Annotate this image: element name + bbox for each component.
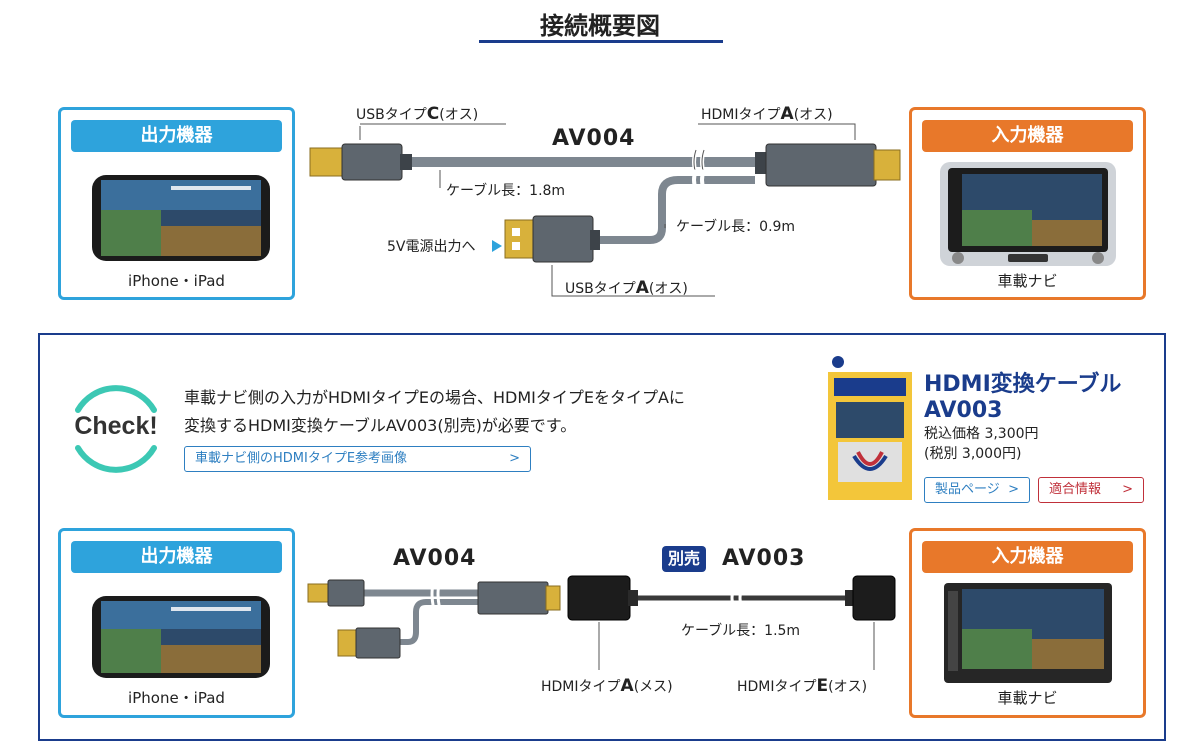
car-navi-image — [944, 583, 1112, 683]
navi-hdmi-e-reference-label: 車載ナビ側のHDMIタイプE参考画像 — [195, 451, 408, 466]
output-device-badge-bottom: 出力機器 — [71, 541, 282, 573]
compatibility-info-label: 適合情報 — [1049, 482, 1102, 497]
chevron-right-icon: > — [1008, 482, 1019, 497]
chevron-right-icon: > — [509, 451, 520, 466]
product-model: AV003 — [924, 398, 1003, 423]
title-underline — [479, 40, 723, 43]
usb-c-label: USBタイプC(オス) — [356, 104, 479, 124]
output-device-label: iPhone・iPad — [128, 272, 225, 290]
product-page-button[interactable]: 製品ページ > — [924, 477, 1030, 503]
check-message-line2: 変換するHDMI変換ケーブルAV003(別売)が必要です。 — [184, 416, 577, 435]
check-message-line1: 車載ナビ側の入力がHDMIタイプEの場合、HDMIタイプEをタイプAに — [184, 388, 685, 407]
av003-package-image — [828, 352, 912, 500]
price-including-tax: 税込価格 3,300円 — [924, 426, 1039, 442]
hdmi-a-male-label: HDMIタイプA(オス) — [701, 104, 833, 124]
compatibility-info-button[interactable]: 適合情報 > — [1038, 477, 1144, 503]
output-device-box: 出力機器 iPhone・iPad — [58, 107, 295, 300]
iphone-image — [92, 175, 270, 261]
sold-separately-badge: 別売 — [662, 546, 707, 572]
output-device-label-bottom: iPhone・iPad — [128, 689, 225, 707]
iphone-image — [92, 596, 270, 678]
input-device-box: 入力機器 車載ナビ — [909, 107, 1146, 300]
chevron-right-icon: > — [1122, 482, 1133, 497]
page-title: 接続概要図 — [540, 12, 660, 40]
input-device-label-bottom: 車載ナビ — [997, 689, 1058, 707]
cable-length-power: ケーブル長：0.9m — [676, 219, 796, 235]
power-output-label: 5V電源出力へ — [387, 239, 476, 255]
hdmi-e-male-label: HDMIタイプE(オス) — [737, 676, 868, 696]
car-navi-image — [940, 162, 1116, 266]
av004-av003-cable-diagram — [307, 575, 896, 670]
av004-model-label: AV004 — [552, 126, 636, 151]
av004-model-label-bottom: AV004 — [393, 546, 477, 571]
av003-model-label: AV003 — [722, 546, 806, 571]
product-title: HDMI変換ケーブル — [924, 372, 1122, 397]
product-page-label: 製品ページ — [935, 482, 1000, 497]
input-device-badge: 入力機器 — [922, 120, 1133, 152]
output-device-box-bottom: 出力機器 iPhone・iPad — [58, 528, 295, 718]
usb-a-label: USBタイプA(オス) — [565, 278, 688, 298]
check-badge-text: Check! — [74, 412, 158, 440]
input-device-label: 車載ナビ — [997, 272, 1058, 290]
av004-cable-diagram — [309, 123, 901, 297]
check-badge-icon — [75, 385, 157, 473]
price-excluding-tax: (税別 3,000円) — [924, 446, 1022, 462]
cable-length-av003: ケーブル長：1.5m — [681, 623, 801, 639]
input-device-badge-bottom: 入力機器 — [922, 541, 1133, 573]
input-device-box-bottom: 入力機器 車載ナビ — [909, 528, 1146, 718]
output-device-badge: 出力機器 — [71, 120, 282, 152]
hdmi-a-female-label: HDMIタイプA(メス) — [541, 676, 673, 696]
arrow-right-icon — [492, 240, 502, 252]
navi-hdmi-e-reference-button[interactable]: 車載ナビ側のHDMIタイプE参考画像 > — [184, 446, 531, 472]
cable-length-main: ケーブル長：1.8m — [446, 183, 566, 199]
